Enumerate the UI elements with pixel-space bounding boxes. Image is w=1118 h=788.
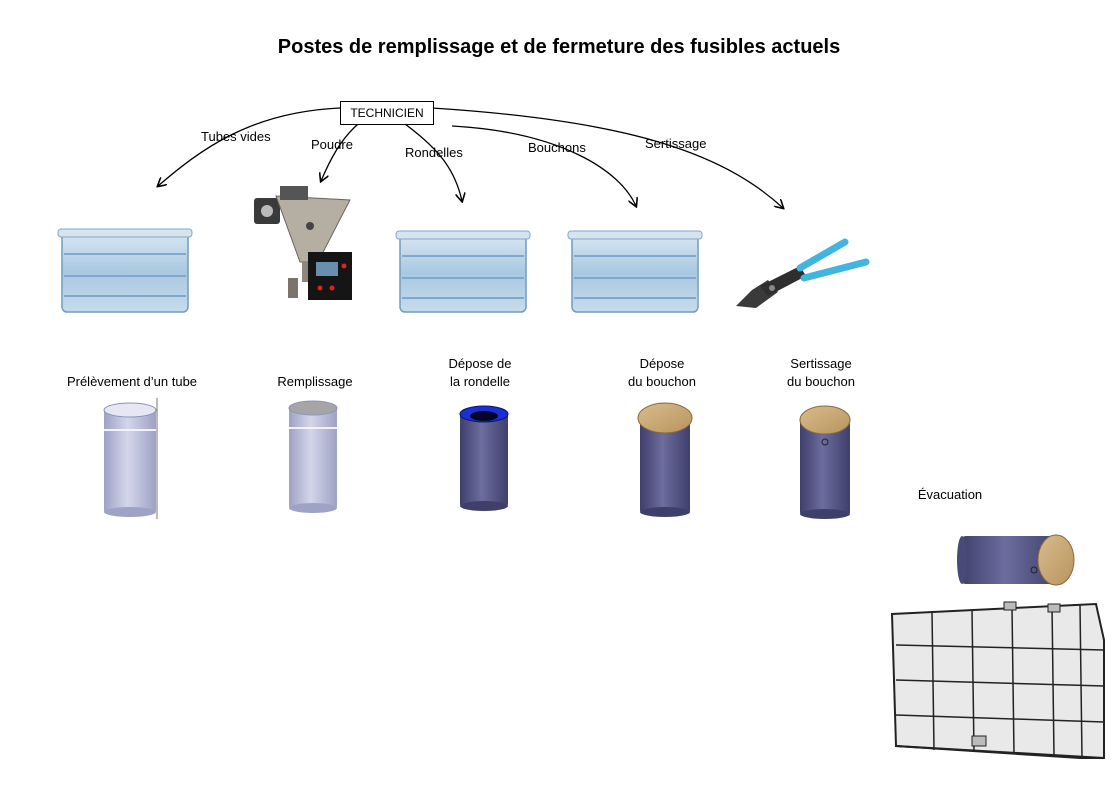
wire-basket-icon bbox=[890, 601, 1105, 760]
step-label-depose-rondelle: Dépose de la rondelle bbox=[448, 356, 512, 389]
filled-tube-icon bbox=[288, 400, 338, 513]
arrow-tubes-vides bbox=[158, 107, 341, 186]
supply-label-sertissage: Sertissage bbox=[645, 136, 707, 151]
crimping-pliers-icon bbox=[736, 238, 870, 308]
arrow-bouchons bbox=[451, 125, 636, 206]
step-label-prelevement: Prélèvement d’un tube bbox=[66, 374, 198, 389]
supply-label-bouchons: Bouchons bbox=[528, 140, 586, 155]
empty-tube-icon bbox=[103, 398, 158, 519]
step-label-evacuation: Évacuation bbox=[917, 487, 983, 502]
powder-dispenser-icon bbox=[254, 186, 352, 300]
crimped-tube-icon bbox=[799, 405, 851, 519]
capped-tube-icon bbox=[637, 402, 693, 517]
metal-crate-icon bbox=[395, 230, 531, 313]
evacuated-tube-icon bbox=[957, 534, 1075, 586]
metal-crate-icon bbox=[57, 228, 193, 313]
technicien-box: TECHNICIEN bbox=[340, 101, 434, 125]
supply-label-poudre: Poudre bbox=[311, 137, 353, 152]
tube-with-washer-icon bbox=[459, 405, 509, 511]
supply-label-rondelles: Rondelles bbox=[405, 145, 463, 160]
supply-label-tubes-vides: Tubes vides bbox=[201, 129, 271, 144]
step-label-remplissage: Remplissage bbox=[277, 374, 353, 389]
arrow-rondelles bbox=[404, 123, 462, 201]
step-label-sertissage-bouchon: Sertissage du bouchon bbox=[787, 356, 855, 389]
metal-crate-icon bbox=[567, 230, 703, 313]
page-title: Postes de remplissage et de fermeture de… bbox=[277, 36, 841, 58]
arrow-sertissage bbox=[431, 107, 783, 208]
step-label-depose-bouchon: Dépose du bouchon bbox=[628, 356, 696, 389]
arrow-poudre bbox=[321, 123, 359, 181]
